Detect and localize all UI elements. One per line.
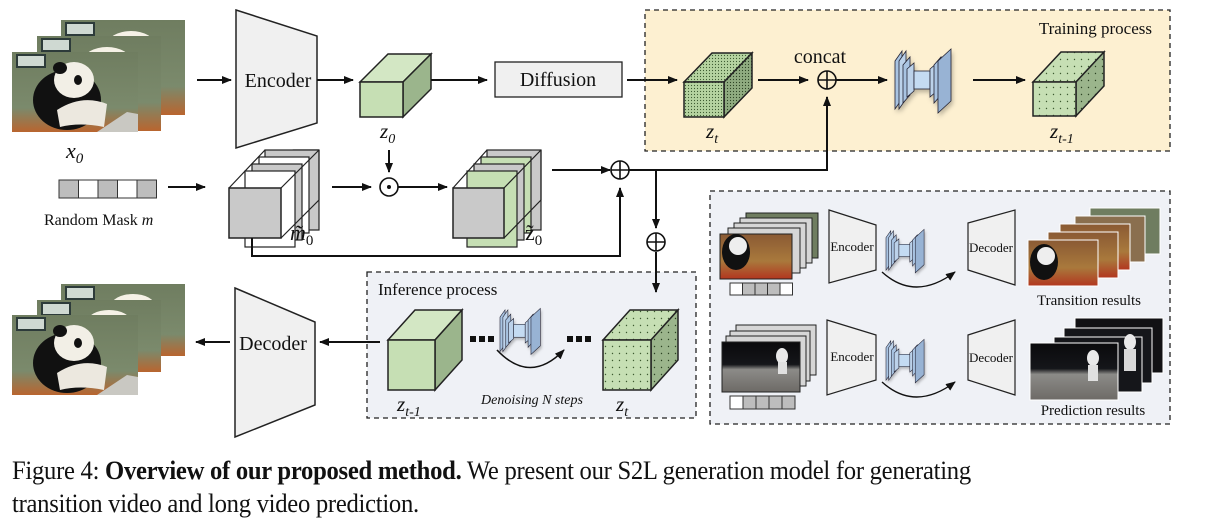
prediction-decoder-label: Decoder [969, 350, 1014, 365]
transition-mask-bar [729, 282, 793, 296]
denoising-loop-arrow [496, 349, 565, 369]
mask-cell [768, 395, 783, 410]
diffusion-label: Diffusion [520, 69, 596, 91]
mask-cell [58, 179, 79, 199]
mask-cell [742, 395, 757, 410]
ellipsis-right-icon [567, 336, 591, 342]
caption-line-1: Figure 4: Overview of our proposed metho… [12, 454, 1119, 487]
method-diagram: Training process Inference process x0 [12, 8, 1171, 439]
transition-decoder-label: Decoder [969, 240, 1014, 255]
input-video-frames [12, 20, 185, 132]
decoder-label: Decoder [239, 333, 307, 355]
caption-text-1: We present our S2L generation model for … [466, 455, 971, 485]
ellipsis-left-icon [470, 336, 494, 342]
masked-mask-stack [228, 149, 320, 248]
oplus-inference-icon [646, 232, 666, 252]
mask-cell [779, 282, 793, 296]
input-x0-label: x0 [65, 138, 84, 167]
figure-caption: Figure 4: Overview of our proposed metho… [12, 454, 1119, 520]
inference-process-label: Inference process [378, 280, 497, 299]
concat-label: concat [794, 46, 847, 68]
z0-label: z0 [379, 119, 395, 147]
diffusion-block [494, 61, 623, 98]
masked-latent-label: z̃0 [525, 220, 542, 249]
masked-mask-label: m̃0 [290, 220, 313, 249]
training-process-label: Training process [1039, 19, 1152, 38]
prediction-result-frames [1029, 317, 1164, 401]
transition-encoder-block: Encoder [828, 209, 877, 284]
output-video-frames [12, 284, 185, 395]
prediction-results-label: Prediction results [1041, 403, 1146, 419]
mask-cell [729, 282, 743, 296]
mask-cell [136, 179, 157, 199]
figure-title: Overview of our proposed method. [105, 455, 462, 485]
mask-cell [754, 282, 768, 296]
mask-cell [97, 179, 118, 199]
prediction-encoder-block: Encoder [826, 319, 877, 396]
latent-zt-cube [682, 51, 754, 119]
caption-text-2: transition video and long video predicti… [12, 488, 419, 518]
concat-oplus-icon [817, 70, 837, 90]
encoder-label: Encoder [245, 70, 312, 92]
oplus-merge-icon [610, 160, 630, 180]
decoder-block: Decoder [234, 286, 316, 439]
mask-cell [78, 179, 99, 199]
random-mask-bar [58, 179, 157, 199]
mask-cell [729, 395, 744, 410]
transition-decoder-block: Decoder [967, 209, 1016, 286]
inference-zt-minus-1-label: zt-1 [396, 392, 421, 420]
transition-results-label: Transition results [1037, 293, 1141, 309]
zt-label: zt [705, 119, 719, 147]
prediction-mask-bar [729, 395, 796, 410]
mask-cell [755, 395, 770, 410]
transition-encoder-label: Encoder [830, 239, 874, 254]
inference-zt-label: zt [615, 392, 629, 420]
inference-zt-cube [601, 308, 680, 392]
prediction-loop-arrow [881, 381, 956, 398]
mask-cell [117, 179, 138, 199]
mask-cell [742, 282, 756, 296]
figure-number: Figure 4: [12, 455, 100, 485]
elementwise-product-odot-icon [379, 177, 399, 197]
denoising-steps-label: Denoising N steps [480, 393, 583, 408]
transition-result-frames [1027, 207, 1161, 287]
latent-z0-cube [358, 52, 433, 119]
encoder-block: Encoder [235, 8, 318, 150]
transition-input-frames [719, 212, 819, 280]
inference-zt-minus-1-cube [386, 308, 464, 392]
caption-line-2: transition video and long video predicti… [12, 487, 1119, 520]
mask-cell [781, 395, 796, 410]
latent-zt-minus-1-cube [1031, 50, 1106, 118]
mask-cell [767, 282, 781, 296]
transition-loop-arrow [881, 271, 956, 288]
prediction-decoder-block: Decoder [967, 319, 1016, 396]
random-mask-label: Random Mask m [44, 212, 153, 229]
prediction-input-frames [721, 324, 817, 393]
masked-latent-stack [452, 149, 542, 248]
prediction-encoder-label: Encoder [830, 349, 874, 364]
zt-minus-1-label: zt-1 [1049, 119, 1074, 147]
